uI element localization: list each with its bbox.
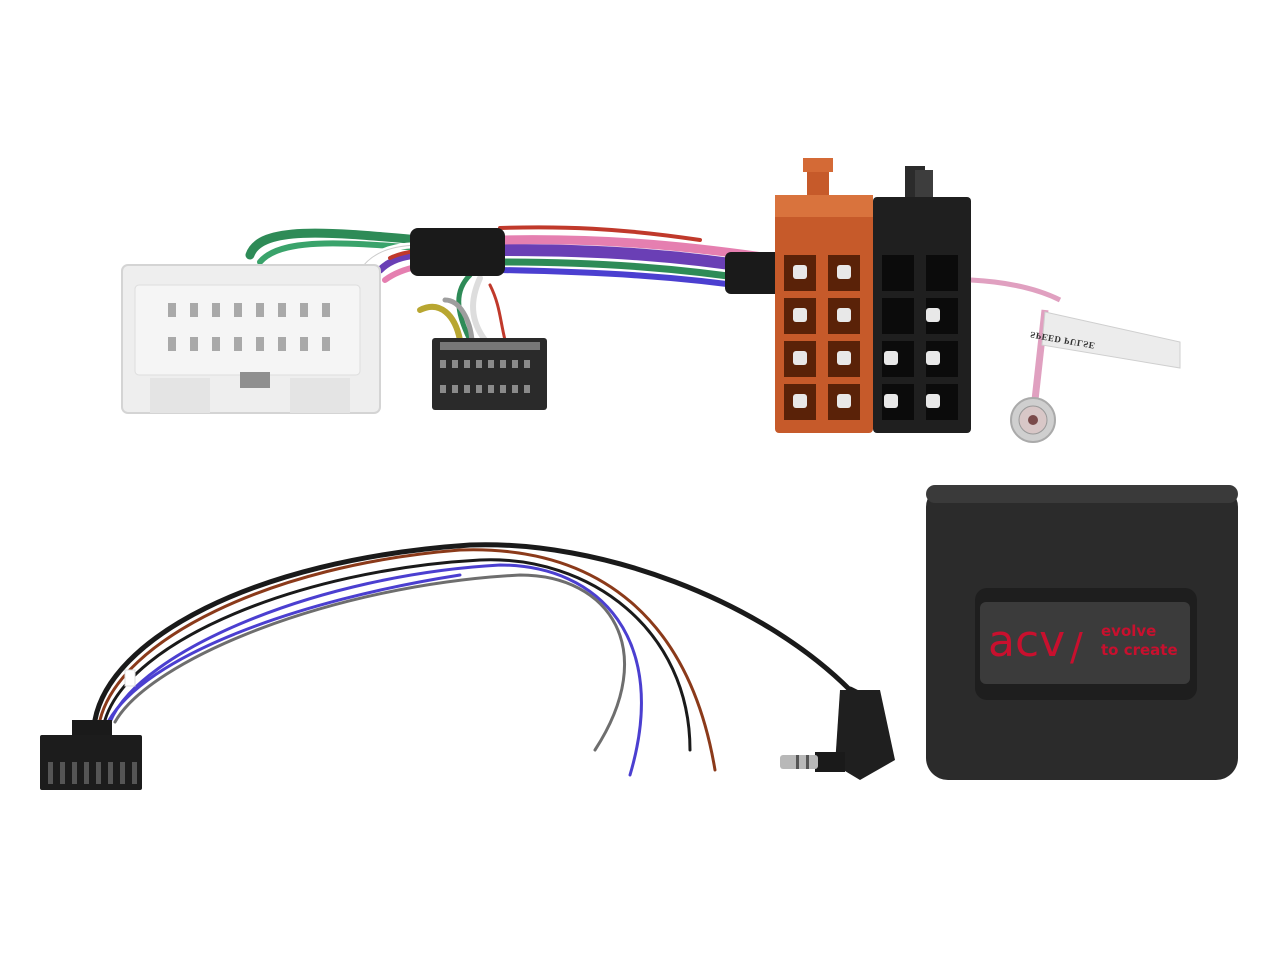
logo-separator: / <box>1070 625 1083 669</box>
logo-tagline-2: to create <box>1101 641 1178 659</box>
iso-power-connector <box>775 158 873 433</box>
vehicle-harness: SPEED PULSE <box>121 158 1181 443</box>
sixteen-pin-plug <box>40 720 142 790</box>
white-vehicle-plug <box>121 264 381 414</box>
jack-plug-3-5mm <box>780 690 895 780</box>
cable-tie <box>124 669 136 687</box>
black-ribbon-plug <box>432 338 547 410</box>
speed-pulse-lead: SPEED PULSE <box>970 277 1181 443</box>
tape-wrap <box>725 252 785 294</box>
acv-logo: acv / evolve to create <box>988 616 1178 669</box>
tape-wrap <box>410 228 505 276</box>
iso-speaker-connector <box>873 166 971 433</box>
interface-box: acv / evolve to create <box>926 485 1238 780</box>
logo-tagline-1: evolve <box>1101 622 1156 640</box>
logo-brand: acv <box>988 616 1065 667</box>
steering-control-patch-lead <box>92 542 874 777</box>
